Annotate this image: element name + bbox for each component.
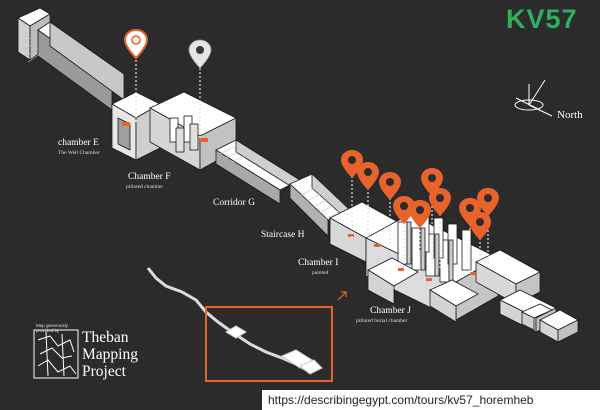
highlighted-pin[interactable] [124,29,148,59]
corridor-g-label: Corridor G [213,198,255,208]
orange-pin [409,200,431,228]
orange-pin [341,150,363,178]
logo-line-3: Project [82,363,126,380]
orange-pin [357,162,379,190]
chamber-i-label: Chamber I [298,258,339,268]
overview-inset-frame [205,306,333,382]
orange-pin [393,196,415,224]
logo-line-2: Mapping [82,346,138,363]
chamber-e-label: chamber E [58,138,99,148]
source-url-bar: https://describingegypt.com/tours/kv57_h… [262,390,600,410]
chamber-f-desc: pillared chamber [126,184,164,190]
source-url[interactable]: https://describingegypt.com/tours/kv57_h… [268,393,534,407]
orange-pin [429,188,451,216]
chamber-i-desc: painted [312,270,329,276]
chamber-e-desc: The Well Chamber [58,150,100,156]
orange-pin [477,188,499,216]
north-label: North [557,109,583,121]
credit-note: Map generously provided by [36,323,69,333]
marker-leaders [135,56,489,278]
logo-line-1: Theban [82,329,129,346]
page-title: KV57 [506,4,578,34]
inset-arrow-icon [337,291,347,301]
staircase-h-label: Staircase H [261,230,305,240]
chamber-j-desc: pillared burial chamber [356,318,408,324]
overview-minimap [146,267,323,375]
floor-highlights [122,122,476,281]
orange-pin [459,198,481,226]
orange-pin [469,212,491,240]
compass-icon [514,79,553,117]
theban-mapping-project-logo [33,329,79,379]
chamber-j-label: Chamber J [370,306,411,316]
chamber-f-label: Chamber F [128,172,171,182]
white-pin[interactable] [188,39,212,69]
orange-pins[interactable] [341,150,499,240]
tomb-structure [17,7,579,343]
orange-pin [421,168,443,196]
orange-pin [379,172,401,200]
logo-text: Theban Mapping Project [82,329,138,380]
